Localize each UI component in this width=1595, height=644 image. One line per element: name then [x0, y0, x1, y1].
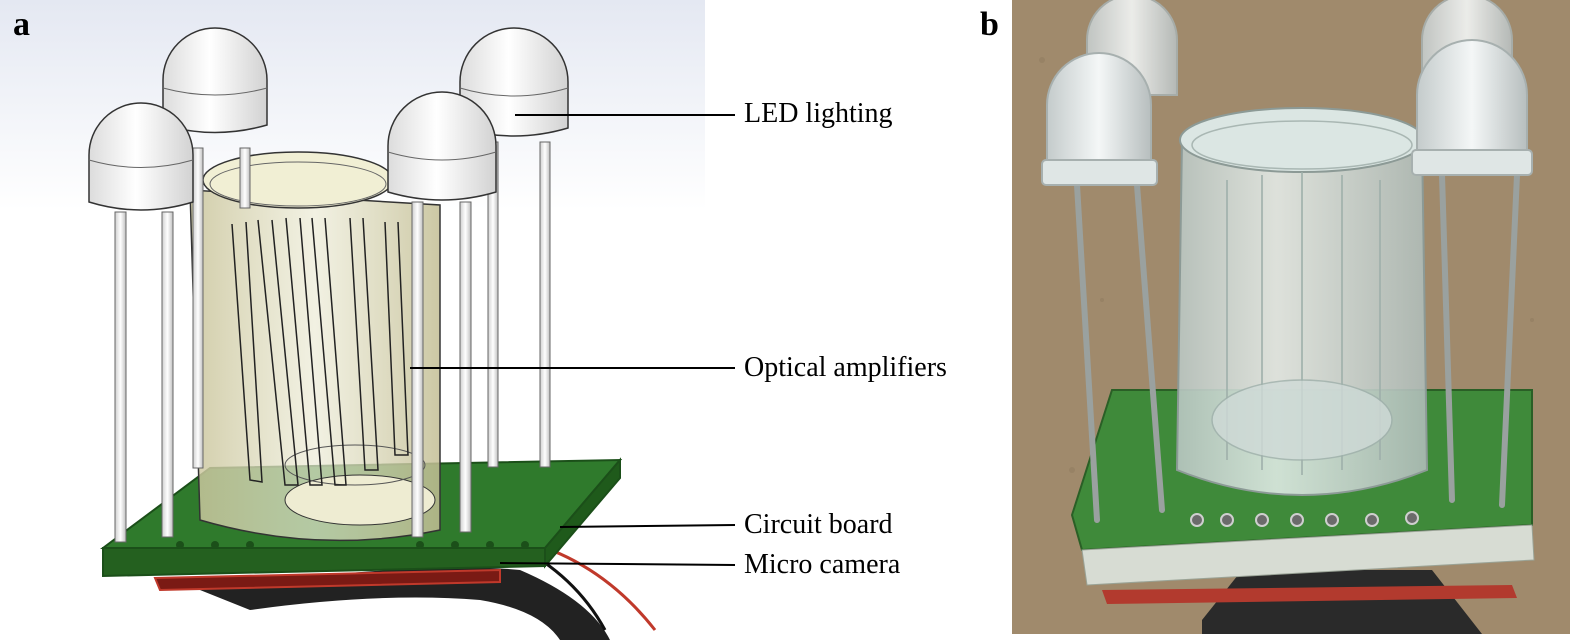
micro-camera [153, 538, 657, 640]
panel-label-b: b [980, 6, 999, 43]
callout-led-lighting: LED lighting [744, 98, 893, 129]
cad-render-illustration [88, 27, 657, 640]
photo-led-lighting [1041, 0, 1533, 186]
led-lighting [88, 27, 569, 211]
photo-camera-wire [1102, 585, 1517, 604]
photo-optical-amplifier [1175, 107, 1429, 496]
photo-camera-strap [1202, 570, 1482, 634]
panel-label-a: a [13, 6, 30, 43]
callout-micro-camera: Micro camera [744, 549, 901, 580]
device-photograph [1012, 0, 1570, 634]
callout-circuit-board: Circuit board [744, 509, 893, 540]
callout-optical-amplifiers: Optical amplifiers [744, 352, 947, 383]
camera-leader-line [499, 562, 736, 566]
circuit-leader-line [559, 524, 736, 528]
